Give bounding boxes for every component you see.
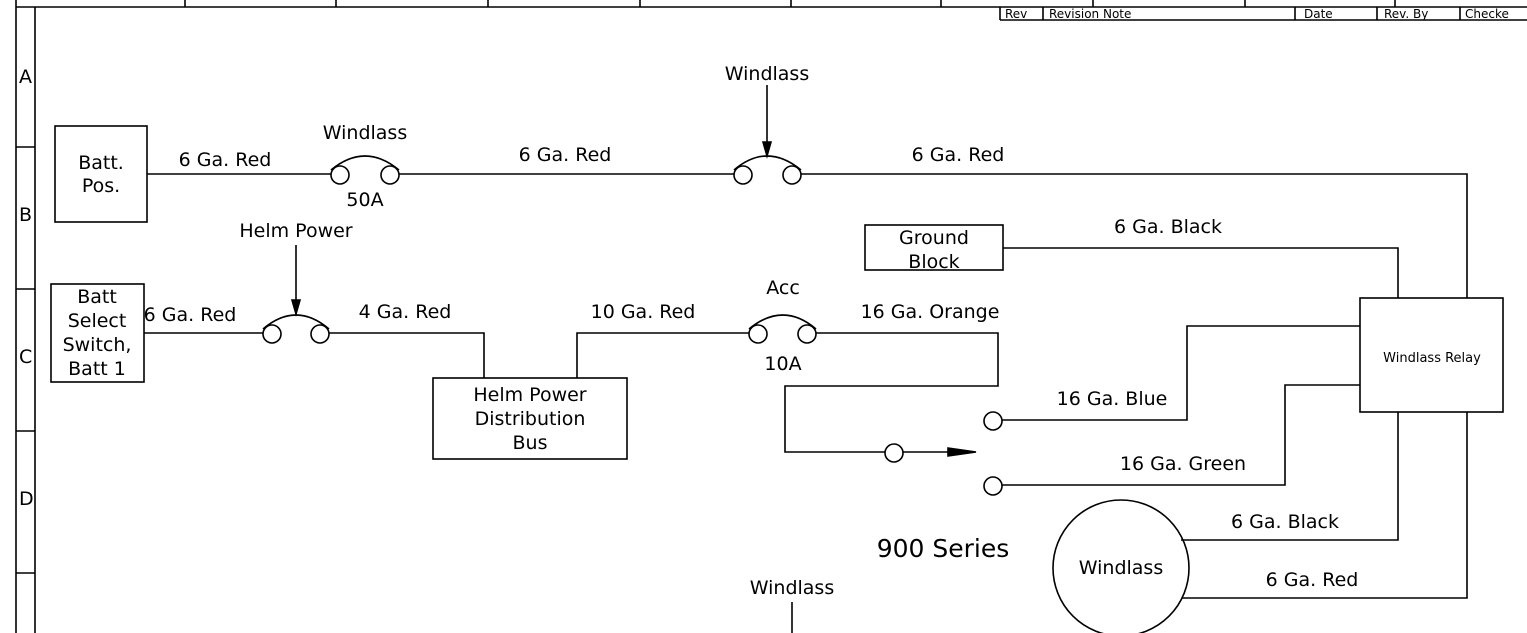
svg-text:Switch,: Switch, <box>63 334 132 356</box>
windlass-breaker: Windlass <box>725 63 809 185</box>
wire-label: 6 Ga. Red <box>144 304 237 326</box>
bottom-windlass-label: Windlass <box>750 577 834 599</box>
svg-text:Bus: Bus <box>513 432 548 454</box>
windlass-breaker-50a: Windlass 50A <box>323 122 407 211</box>
wire-label: 6 Ga. Red <box>519 144 612 166</box>
ground-block-box: Ground Block <box>864 224 1004 273</box>
svg-text:50A: 50A <box>346 189 383 211</box>
svg-text:Block: Block <box>908 251 959 273</box>
row-label-d: D <box>19 488 34 510</box>
row-label-a: A <box>19 66 32 88</box>
wire-label: 6 Ga. Red <box>912 144 1005 166</box>
windlass-motor: Windlass <box>1052 499 1190 633</box>
svg-text:Distribution: Distribution <box>475 408 586 430</box>
revision-table: Rev Revision Note Date Rev. By Checke <box>999 7 1527 21</box>
series-title: 900 Series <box>877 534 1010 563</box>
svg-text:10A: 10A <box>764 353 801 375</box>
svg-text:Windlass: Windlass <box>323 122 407 144</box>
acc-breaker-10a: Acc 10A <box>748 277 817 375</box>
wire-label: 6 Ga. Black <box>1231 511 1339 533</box>
svg-text:Acc: Acc <box>766 277 800 299</box>
windlass-relay-box: Windlass Relay <box>1359 297 1504 413</box>
wire-label: 10 Ga. Red <box>591 301 696 323</box>
row-label-b: B <box>19 204 32 226</box>
rev-by-header: Rev. By <box>1384 7 1428 21</box>
svg-text:Pos.: Pos. <box>82 175 120 197</box>
wire-label: 6 Ga. Black <box>1114 216 1222 238</box>
drawing-frame: A B C D <box>15 0 1527 633</box>
wire-label: 6 Ga. Red <box>179 149 272 171</box>
svg-text:Helm Power: Helm Power <box>473 384 586 406</box>
svg-text:Windlass: Windlass <box>1079 557 1163 579</box>
svg-text:Windlass: Windlass <box>725 63 809 85</box>
checked-header: Checke <box>1465 7 1509 21</box>
wire-label: 16 Ga. Green <box>1120 453 1246 475</box>
date-header: Date <box>1304 7 1333 21</box>
battery-positive-box: Batt. Pos. <box>54 125 148 223</box>
svg-text:Windlass Relay: Windlass Relay <box>1383 351 1481 366</box>
revision-note-header: Revision Note <box>1049 7 1131 21</box>
row-label-c: C <box>19 346 32 368</box>
helm-power-breaker: Helm Power <box>239 220 353 344</box>
svg-text:Batt 1: Batt 1 <box>68 358 126 380</box>
svg-text:Batt: Batt <box>77 286 117 308</box>
rev-header: Rev <box>1005 7 1027 21</box>
wire-label: 16 Ga. Orange <box>861 301 1000 323</box>
svg-text:Select: Select <box>68 310 127 332</box>
battery-select-switch-box: Batt Select Switch, Batt 1 <box>50 283 145 383</box>
windlass-switch <box>884 411 1003 496</box>
svg-text:Batt.: Batt. <box>78 152 124 174</box>
svg-text:Helm Power: Helm Power <box>239 220 352 242</box>
svg-text:Ground: Ground <box>899 227 969 249</box>
wire-label: 16 Ga. Blue <box>1057 388 1168 410</box>
wire-label: 6 Ga. Red <box>1266 569 1359 591</box>
wire-label: 4 Ga. Red <box>359 301 452 323</box>
helm-power-distribution-bus-box: Helm Power Distribution Bus <box>432 377 628 460</box>
